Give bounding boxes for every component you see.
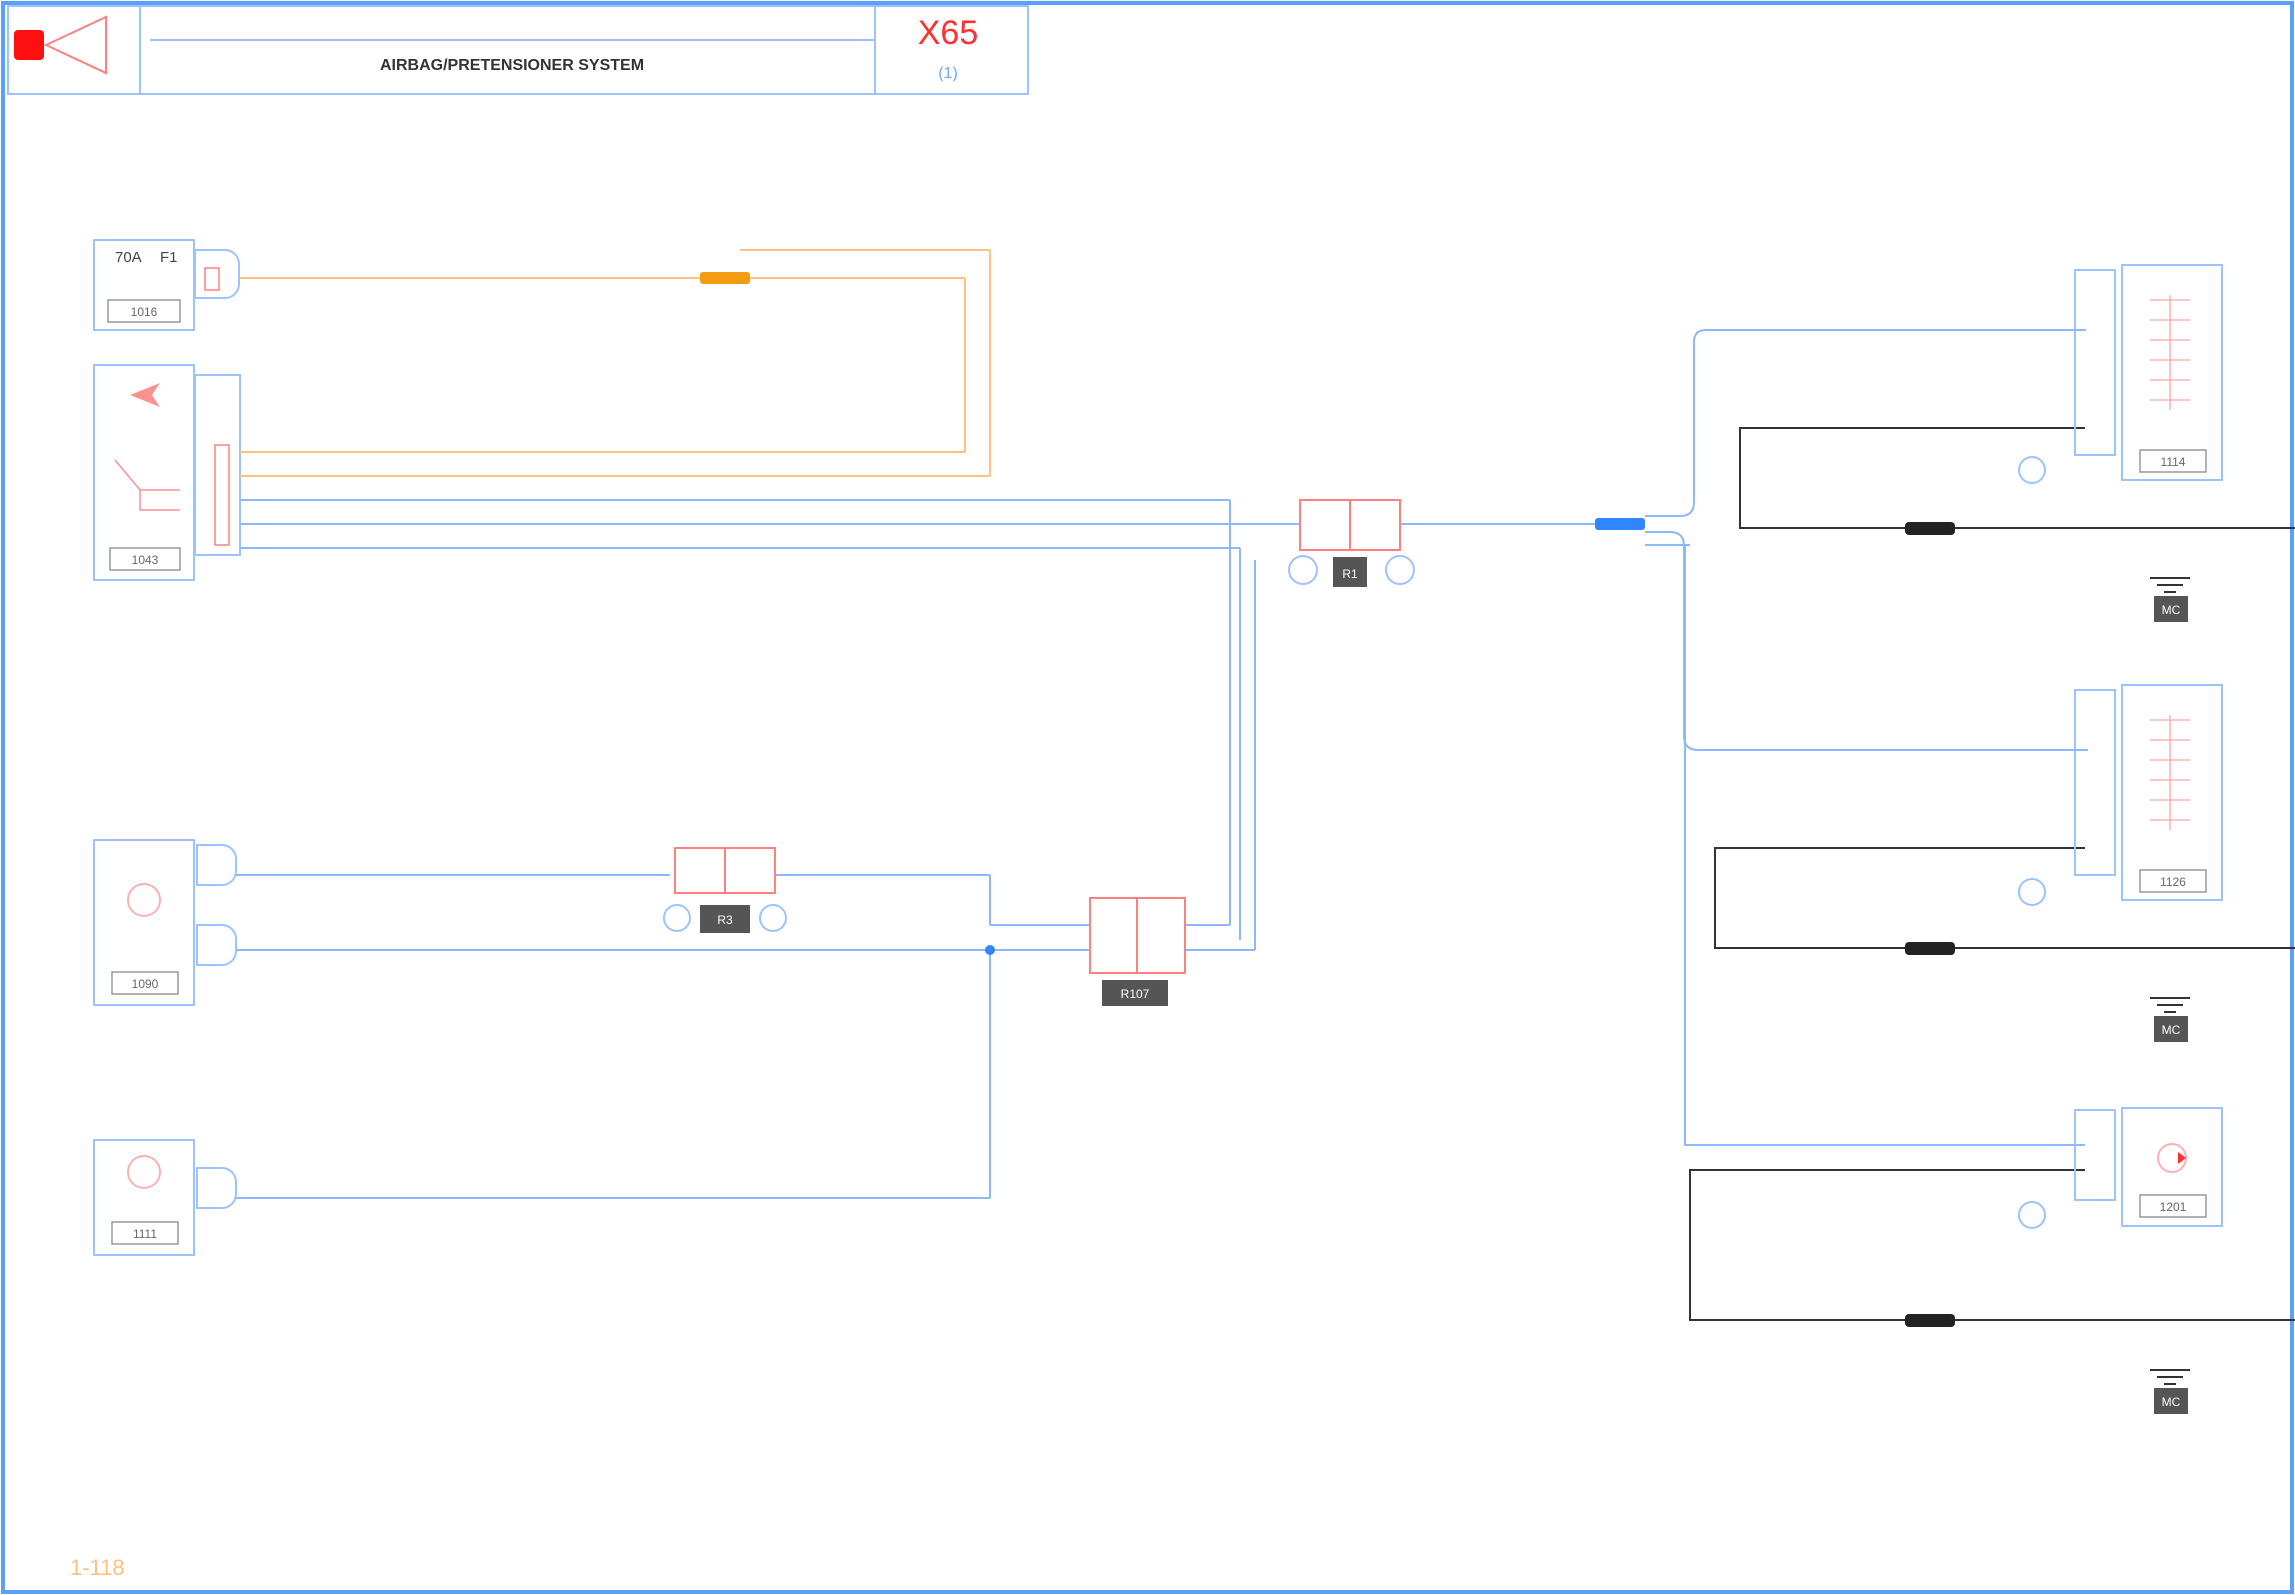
connector-r3-label: R3	[717, 913, 733, 927]
component-airbag-ecu[interactable]: 1043	[93, 364, 241, 581]
passenger-airbag-tag: 1111	[133, 1227, 157, 1241]
diagram-code: X65	[918, 14, 979, 52]
pretensioner-left-tag: 1114	[2161, 455, 2186, 469]
component-driver-airbag[interactable]: 1090	[93, 839, 237, 1006]
component-passenger-airbag[interactable]: 1111	[93, 1139, 237, 1256]
component-pretensioner-right[interactable]: 1126	[2018, 684, 2223, 906]
ground-3-label: MC	[2162, 1395, 2181, 1409]
ground-1-label: MC	[2162, 603, 2181, 617]
connector-r1-label: R1	[1342, 567, 1358, 581]
junction-point	[985, 945, 995, 955]
title-block: AIRBAG/PRETENSIONER SYSTEM X65 (1)	[7, 5, 1029, 95]
splice-black-3	[1905, 1314, 1955, 1327]
ground-icon	[2150, 577, 2190, 593]
driver-airbag-tag: 1090	[132, 977, 159, 991]
connector-r107-label: R107	[1121, 987, 1150, 1001]
connector-r107[interactable]: R107	[1089, 897, 1186, 1006]
wires-black-ground	[1689, 427, 2295, 1321]
wires-orange	[240, 249, 991, 477]
fuse-id-label: F1	[160, 249, 178, 266]
diagram-subcode: (1)	[938, 65, 958, 82]
ground-icon	[2150, 1369, 2190, 1385]
component-side-airbag[interactable]: 1201	[2018, 1107, 2223, 1229]
ground-3: MC	[2150, 1369, 2190, 1414]
ground-1: MC	[2150, 577, 2190, 622]
warning-arrow-icon	[130, 383, 160, 407]
pretensioner-right-tag: 1126	[2160, 875, 2186, 889]
ecu-tag: 1043	[132, 553, 159, 567]
splice-blue	[1595, 518, 1645, 530]
page-number: 1-118	[70, 1555, 125, 1580]
wires-blue-left	[236, 499, 1600, 1199]
ground-2-label: MC	[2162, 1023, 2181, 1037]
connector-r1[interactable]: R1	[1288, 499, 1415, 587]
fuse-rating-label: 70A	[115, 249, 142, 266]
component-fuse[interactable]: 70A F1 1016	[93, 239, 240, 331]
splice-black-2	[1905, 942, 1955, 955]
ground-2: MC	[2150, 997, 2190, 1042]
splice-black-1	[1905, 522, 1955, 535]
connector-r3[interactable]: R3	[663, 847, 787, 933]
ground-icon	[2150, 997, 2190, 1013]
diagram-title: AIRBAG/PRETENSIONER SYSTEM	[380, 57, 644, 74]
brand-mark-icon	[14, 30, 44, 60]
wires-blue-right	[1645, 329, 2088, 1146]
splice-orange	[700, 272, 750, 284]
component-pretensioner-left[interactable]: 1114	[2018, 264, 2223, 484]
side-airbag-tag: 1201	[2160, 1200, 2187, 1214]
fuse-tag: 1016	[131, 305, 158, 319]
